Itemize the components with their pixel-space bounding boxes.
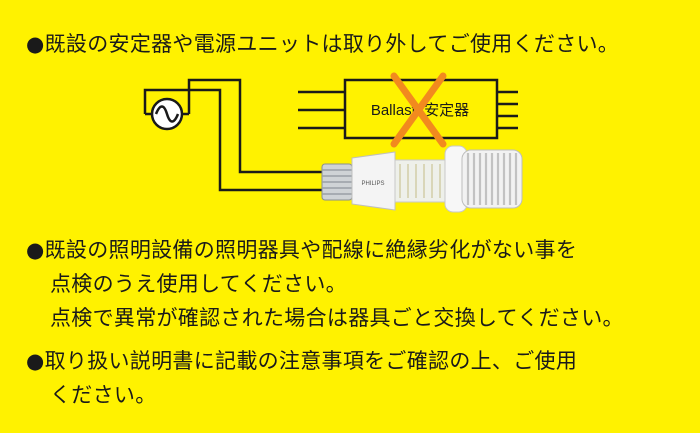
cross-icon (390, 72, 447, 148)
note-inspect-line2: 点検のうえ使用してください。 (50, 272, 347, 296)
ac-source-icon (150, 97, 184, 131)
note-remove-ballast: ●既設の安定器や電源ユニットは取り外してご使用ください。 (26, 32, 620, 56)
note-inspect-line3: 点検で異常が確認された場合は器具ごと交換してください。 (50, 306, 624, 330)
note-manual-line2: ください。 (50, 383, 157, 407)
supply-wires (143, 78, 330, 192)
note-inspect-line1: ●既設の照明設備の照明器具や配線に絶縁劣化がない事を (26, 238, 578, 262)
lamp-brand: PHILIPS (361, 181, 384, 187)
note-manual-line1: ●取り扱い説明書に記載の注意事項をご確認の上、ご使用 (26, 349, 578, 373)
led-lamp: PHILIPS (321, 145, 523, 213)
